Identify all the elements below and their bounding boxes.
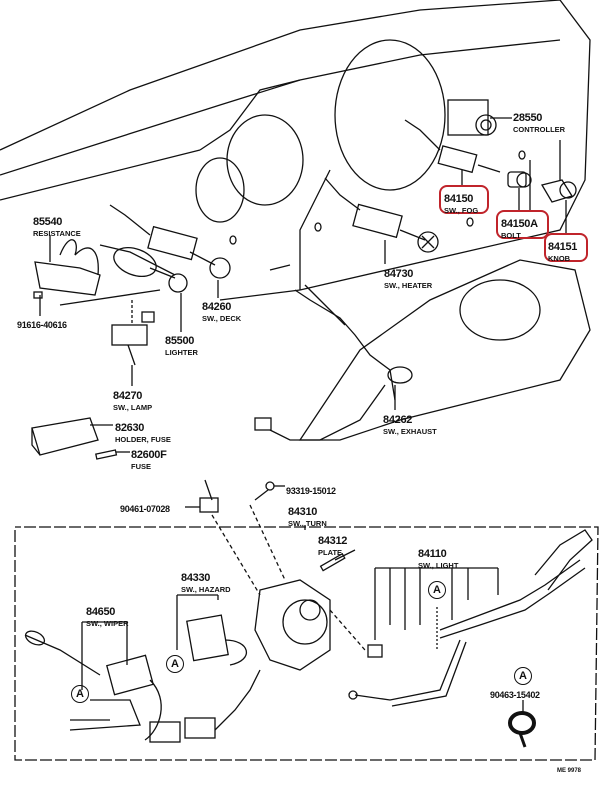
dashboard-outline: [0, 0, 591, 441]
highlight-84150: [439, 185, 489, 214]
reference-marker-a: A: [428, 581, 446, 599]
fuse-holder-drawing: [31, 417, 130, 460]
part-label-90463-15402[interactable]: 90463-15402: [490, 690, 540, 700]
part-label-90461-07028[interactable]: 90461-07028: [120, 504, 170, 514]
turn-switch-hardware-drawing: [185, 479, 356, 596]
light-switch-drawing: [348, 529, 593, 707]
lamp-switch-drawing: [111, 300, 155, 386]
controller-drawing: [447, 99, 512, 136]
drawing-code: ME 9978: [557, 768, 582, 774]
wiper-switch-drawing: [24, 621, 261, 743]
bolt-knob-drawing: [507, 171, 577, 234]
reference-marker-a: A: [166, 655, 184, 673]
reference-marker-a: A: [71, 685, 89, 703]
part-label-91616-40616[interactable]: 91616-40616: [17, 320, 67, 330]
part-label-93319-15012[interactable]: 93319-15012: [286, 486, 336, 496]
highlight-84150A: [496, 210, 549, 239]
ring-terminal-drawing: [508, 700, 536, 748]
exhaust-switch-drawing: [254, 284, 413, 441]
reference-marker-a: A: [514, 667, 532, 685]
deck-lighter-drawing: [99, 204, 231, 332]
fog-switch-drawing: [404, 119, 501, 185]
heater-switch-drawing: [324, 177, 439, 264]
group-boundary: [14, 526, 599, 761]
resistance-drawing: [33, 235, 101, 316]
hazard-switch-drawing: [176, 594, 248, 666]
highlight-84151: [544, 233, 588, 262]
turn-switch-drawing: [254, 525, 383, 671]
